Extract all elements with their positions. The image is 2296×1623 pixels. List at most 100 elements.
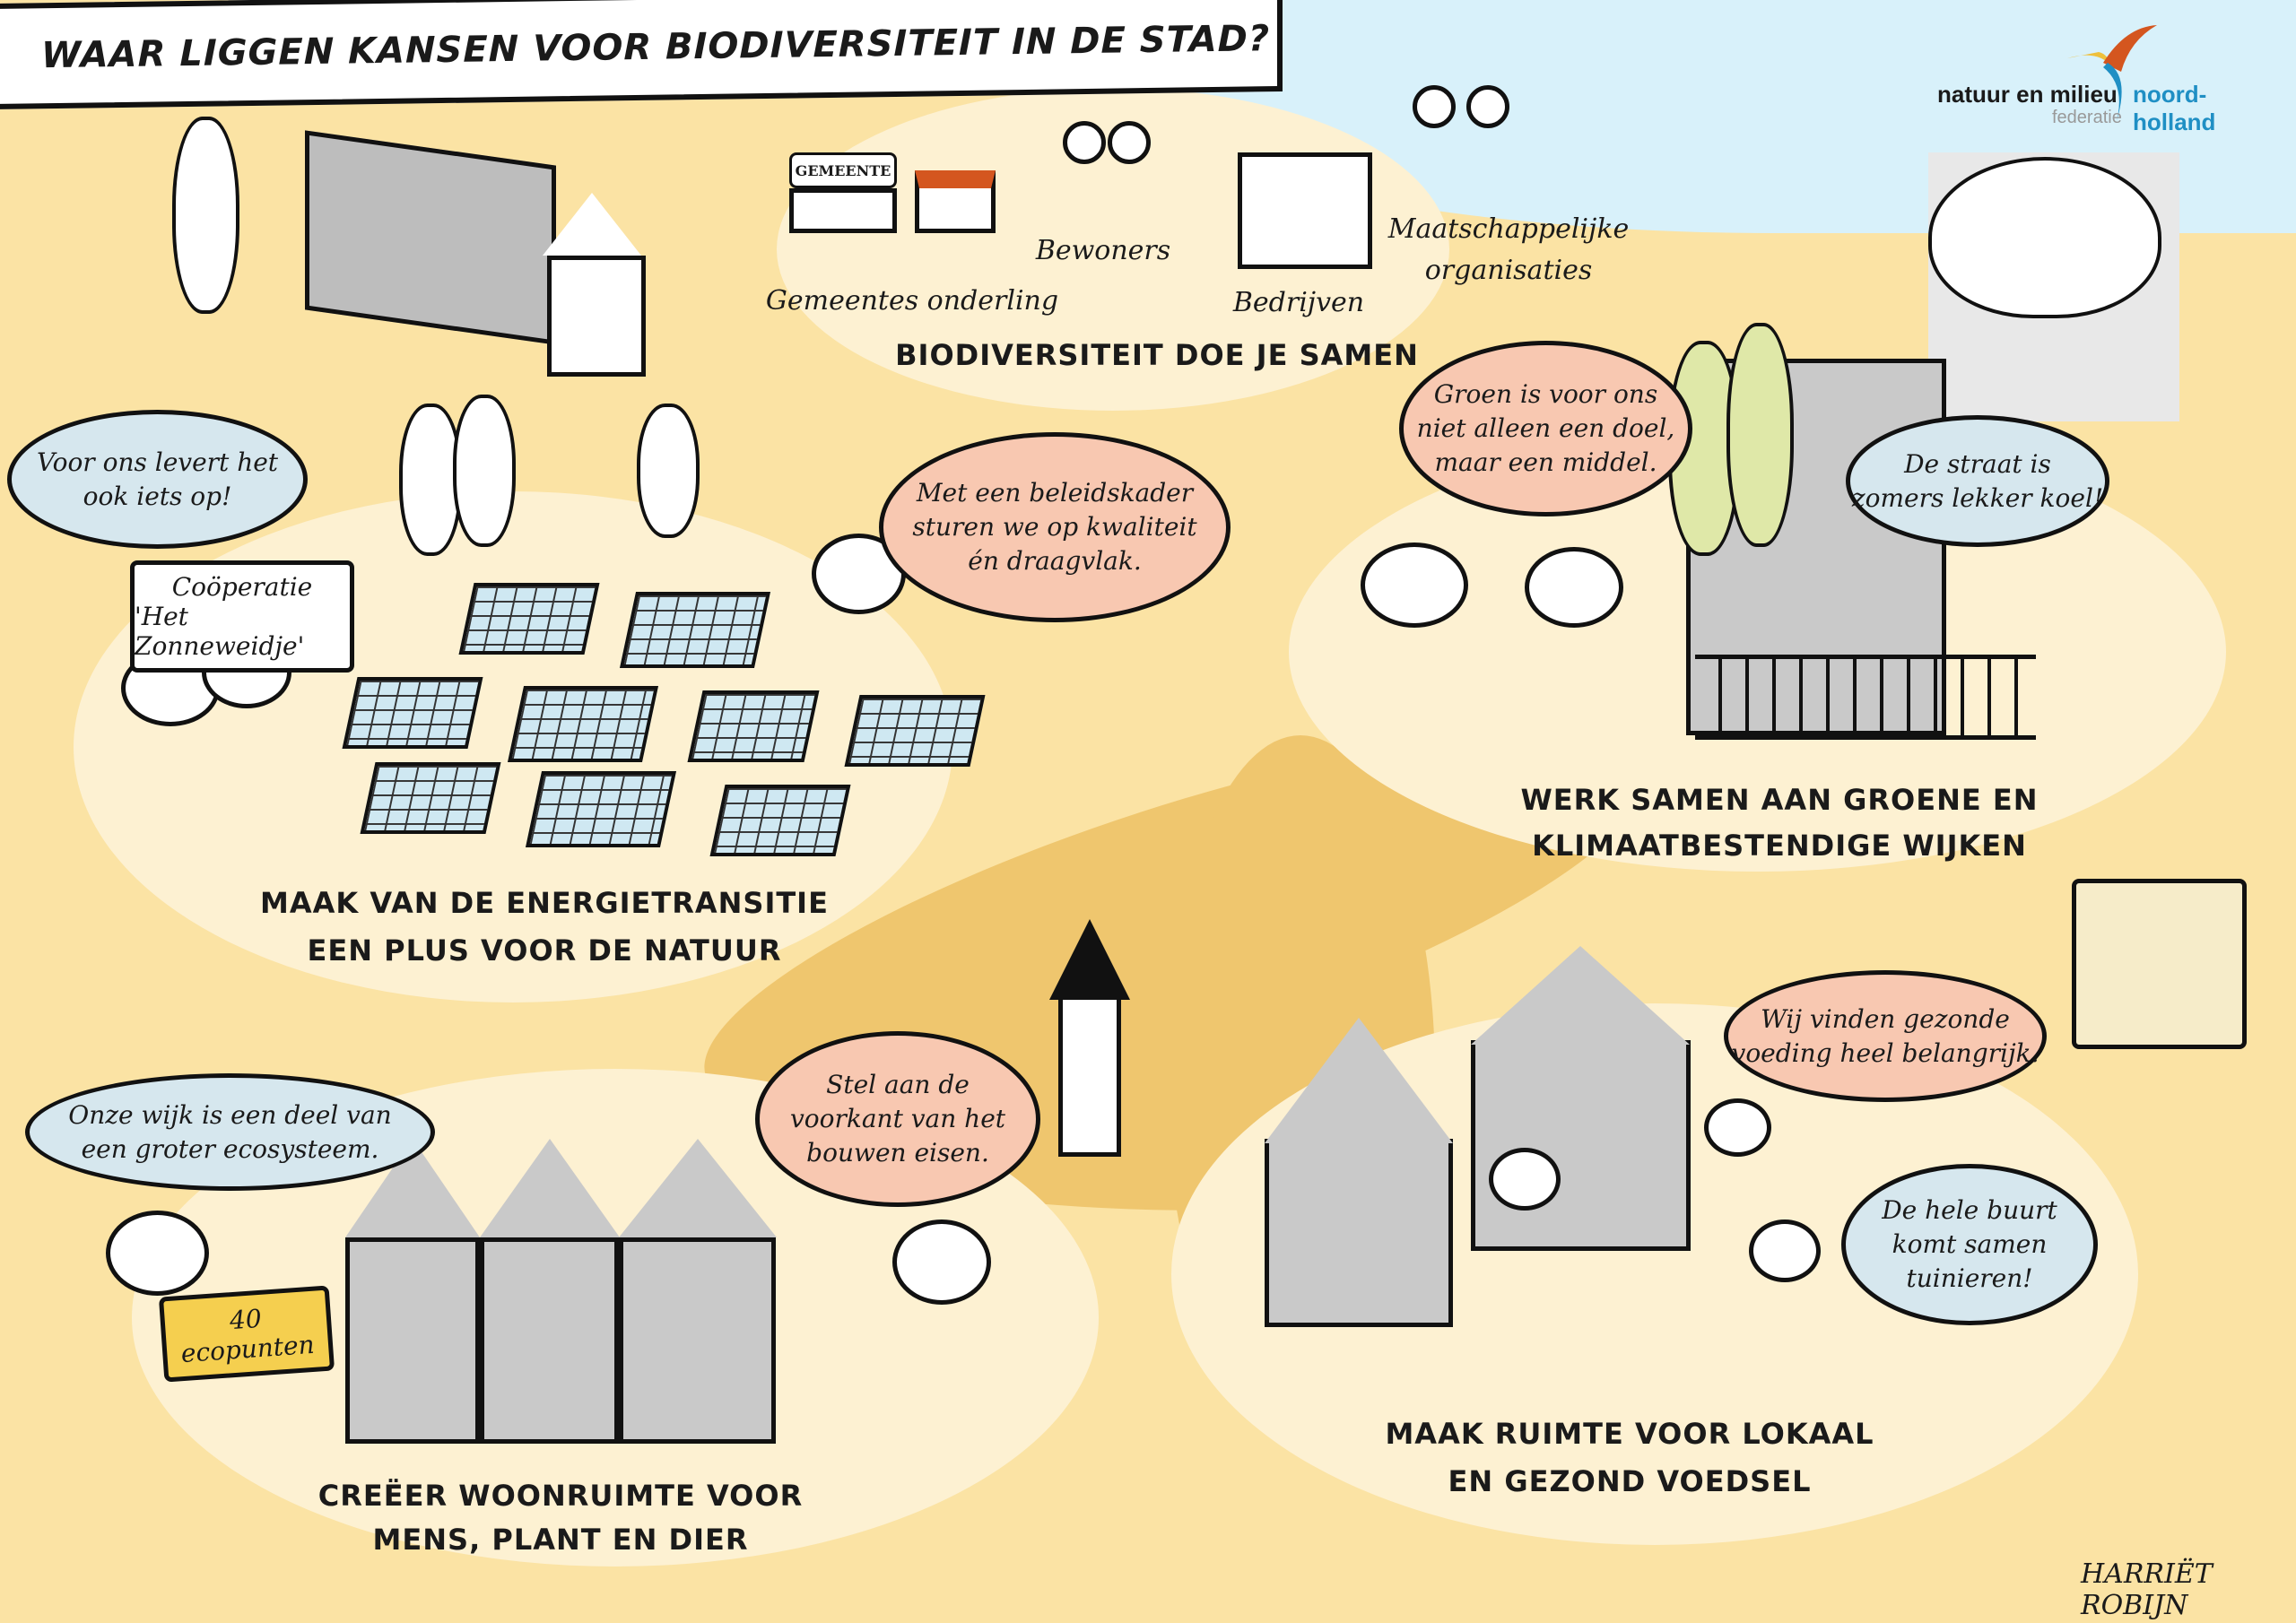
person-head: [106, 1211, 209, 1296]
speech-bubble-voedsel-top: Wij vinden gezonde voeding heel belangri…: [1724, 970, 2047, 1102]
label-gemeentes: Gemeentes onderling: [765, 285, 1059, 317]
fence: [1695, 655, 2036, 740]
sign-line: ecopunten: [179, 1329, 316, 1368]
tree: [453, 395, 516, 547]
solar-panel: [687, 690, 820, 762]
house-roof: [619, 1139, 777, 1237]
caption-energie-line2: EEN PLUS VOOR DE NATUUR: [307, 933, 782, 968]
solar-panel: [342, 677, 483, 749]
person-head: [1466, 85, 1509, 128]
logo-bird-icon: [2067, 25, 2157, 121]
bubble-line: De straat is: [1904, 448, 2051, 479]
house: [345, 1237, 480, 1444]
speech-bubble-wijken-right: De straat is zomers lekker koel!: [1846, 415, 2109, 547]
logo-name-right: noord-holland: [2133, 81, 2216, 135]
house: [547, 256, 646, 377]
sign-line: Coöperatie: [171, 572, 313, 602]
tree: [637, 404, 700, 538]
gemeente-building: [789, 188, 897, 233]
person-head: [1108, 121, 1151, 164]
solar-panel: [458, 583, 600, 655]
bubble-line: maar een middel.: [1434, 447, 1657, 477]
caption-samen: BIODIVERSITEIT DOE JE SAMEN: [895, 338, 1419, 372]
speech-bubble-woonruimte-left: Onze wijk is een deel van een groter eco…: [25, 1073, 435, 1191]
person-head: [1749, 1219, 1821, 1282]
house-roof: [480, 1139, 620, 1237]
label-organisaties: organisaties: [1424, 255, 1593, 286]
ecopunten-sign: 40 ecopunten: [158, 1285, 335, 1383]
solar-panel: [507, 686, 659, 762]
insect-hotel-roof: [1049, 919, 1130, 1000]
person-head: [1489, 1148, 1561, 1211]
speech-bubble-wijken-left: Groen is voor ons niet alleen een doel, …: [1399, 341, 1692, 516]
solar-panel: [709, 785, 851, 856]
insect-hotel: [1058, 995, 1121, 1157]
gemeente-sign-label: GEMEENTE: [795, 161, 891, 179]
tree: [172, 117, 239, 314]
beehive-board: [2072, 879, 2247, 1049]
sign-line: 40: [228, 1303, 263, 1335]
bubble-line: De hele buurt: [1882, 1195, 2057, 1226]
bubble-line: Wij vinden gezonde: [1761, 1003, 2010, 1034]
caption-wijken-line1: WERK SAMEN AAN GROENE EN: [1520, 783, 2039, 817]
cloud: [1928, 157, 2161, 318]
bubble-line: Groen is voor ons: [1433, 379, 1658, 410]
bubble-line: Voor ons levert het: [36, 447, 279, 477]
caption-voedsel-line1: MAAK RUIMTE VOOR LOKAAL: [1385, 1417, 1874, 1451]
caption-woonruimte-line1: CREËER WOONRUIMTE VOOR: [317, 1479, 804, 1513]
speech-bubble-voedsel-bottom: De hele buurt komt samen tuinieren!: [1841, 1164, 2098, 1325]
person-head: [892, 1219, 991, 1305]
artist-signature: HARRIËT ROBIJN: [2081, 1558, 2213, 1621]
office-building: [305, 130, 556, 345]
speech-bubble-energie-right: Met een beleidskader sturen we op kwalit…: [879, 432, 1231, 622]
logo-subtitle: federatie: [2052, 108, 2122, 127]
bubble-line: voorkant van het: [789, 1104, 1006, 1134]
label-maatschappelijke: Maatschappelijke: [1387, 213, 1630, 245]
label-bewoners: Bewoners: [1035, 235, 1171, 266]
cooperatie-sign: Coöperatie 'Het Zonneweidje': [130, 560, 354, 673]
house: [1471, 1040, 1691, 1251]
page-title: WAAR LIGGEN KANSEN VOOR BIODIVERSITEIT I…: [41, 18, 1271, 77]
person-head: [812, 534, 906, 614]
solar-panel: [360, 762, 501, 834]
caption-woonruimte-line2: MENS, PLANT EN DIER: [372, 1523, 749, 1557]
bubble-line: een groter ecosysteem.: [81, 1133, 379, 1164]
house-roof: [1265, 1018, 1453, 1143]
person-head: [1413, 85, 1456, 128]
person-head: [1704, 1098, 1771, 1157]
bubble-line: voeding heel belangrijk.: [1731, 1037, 2039, 1068]
house-roof: [543, 193, 641, 256]
bubble-line: niet alleen een doel,: [1416, 413, 1675, 444]
bubble-line: sturen we op kwaliteit: [912, 512, 1197, 542]
logo-name-left: natuur en milieu: [1937, 81, 2118, 108]
logo: natuur en milieu noord-holland federatie: [1937, 18, 2287, 135]
house: [1265, 1139, 1453, 1327]
gemeente-building: [915, 170, 996, 233]
house-roof: [1471, 946, 1690, 1045]
label-bedrijven: Bedrijven: [1232, 287, 1365, 318]
caption-voedsel-line2: EN GEZOND VOEDSEL: [1448, 1464, 1812, 1498]
person-head: [1063, 121, 1106, 164]
bubble-line: ook iets op!: [83, 481, 232, 511]
person-head: [1525, 547, 1623, 628]
company-building: [1238, 152, 1372, 269]
house: [619, 1237, 776, 1444]
bubble-line: Met een beleidskader: [916, 478, 1194, 508]
house: [480, 1237, 619, 1444]
speech-bubble-woonruimte-right: Stel aan de voorkant van het bouwen eise…: [755, 1031, 1040, 1207]
bubble-line: Stel aan de: [826, 1070, 970, 1100]
bubble-line: zomers lekker koel!: [1851, 482, 2104, 513]
bubble-line: bouwen eisen.: [806, 1137, 989, 1167]
person-head: [1361, 542, 1468, 628]
tree: [1726, 323, 1794, 547]
bubble-line: én draagvlak.: [968, 545, 1142, 576]
gemeente-sign: GEMEENTE: [789, 152, 897, 188]
sign-line: 'Het Zonneweidje': [135, 602, 305, 661]
caption-wijken-line2: KLIMAATBESTENDIGE WIJKEN: [1532, 829, 2027, 863]
bubble-line: tuinieren!: [1906, 1263, 2033, 1293]
solar-panel: [525, 771, 677, 847]
bubble-line: komt samen: [1892, 1229, 2048, 1260]
speech-bubble-energie-left: Voor ons levert het ook iets op!: [7, 410, 308, 549]
caption-energie-line1: MAAK VAN DE ENERGIETRANSITIE: [260, 886, 829, 920]
solar-panel: [619, 592, 771, 668]
